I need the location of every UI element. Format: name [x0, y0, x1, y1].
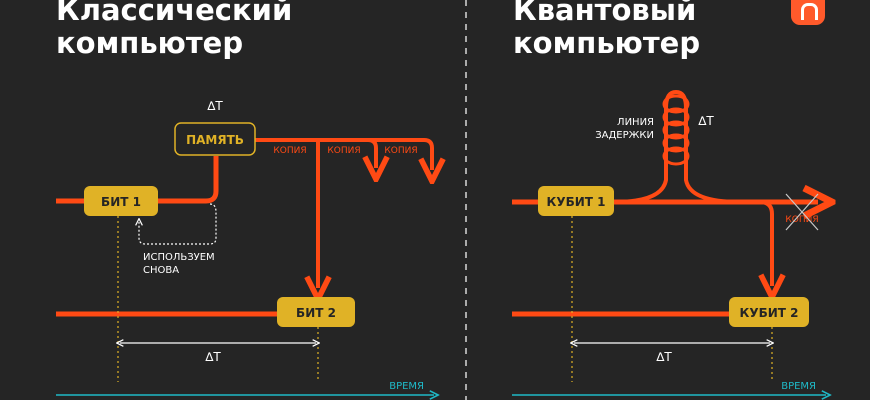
bit1-box	[84, 186, 158, 216]
time-label-right: ВРЕМЯ	[781, 381, 816, 392]
interval-label-left: ∆T	[204, 350, 221, 364]
bit2-box	[277, 297, 355, 327]
delay-line-coil	[613, 89, 741, 204]
quantum-computer-title: Квантовый компьютер	[513, 0, 701, 60]
copy-bus	[254, 138, 434, 168]
quantum-diagram: ЛИНИЯ ЗАДЕРЖКИ ∆T КОПИЯ КУБИТ 1 КУБИТ 2 …	[512, 89, 826, 395]
qubit2-label: КУБИТ 2	[740, 306, 799, 320]
coil-loop-4	[662, 133, 690, 153]
memory-box	[174, 122, 256, 156]
interval-label-right: ∆T	[655, 350, 672, 364]
delay-label-2: ЗАДЕРЖКИ	[595, 130, 654, 141]
qubit1-box	[538, 186, 614, 216]
time-label-left: ВРЕМЯ	[389, 381, 424, 392]
classical-computer-title: Классический компьютер	[56, 0, 293, 60]
copy-branch-2	[368, 138, 376, 168]
copy-label-1: КОПИЯ	[273, 146, 306, 156]
qubit2-branch	[760, 200, 772, 286]
habr-logo-icon[interactable]	[791, 0, 825, 25]
cross-icon	[785, 193, 819, 231]
reuse-label-2: СНОВА	[143, 265, 179, 276]
qubit2-box	[729, 297, 809, 327]
coil-loop-3	[662, 120, 690, 140]
memory-link	[190, 156, 219, 204]
bit1-label: БИТ 1	[101, 195, 141, 209]
crossed-copy-label: КОПИЯ	[785, 215, 818, 225]
bit2-label: БИТ 2	[296, 306, 336, 320]
delay-label-1: ЛИНИЯ	[617, 117, 654, 128]
memory-label: ПАМЯТЬ	[186, 133, 244, 147]
logo-glyph	[801, 3, 818, 20]
reuse-label-1: ИСПОЛЬЗУЕМ	[143, 252, 215, 263]
copy-label-2: КОПИЯ	[327, 146, 360, 156]
coil-loop-5	[662, 146, 690, 166]
memory-delta-label: ∆T	[206, 99, 223, 113]
reuse-loop	[139, 203, 217, 245]
coil-loop-1	[662, 94, 690, 114]
delay-delta-label: ∆T	[697, 114, 714, 128]
copy-label-3: КОПИЯ	[384, 146, 417, 156]
qubit1-label: КУБИТ 1	[547, 195, 606, 209]
coil-loop-2	[662, 107, 690, 127]
classical-diagram: ПАМЯТЬ ∆T КОПИЯ КОПИЯ КОПИЯ БИТ 1 ИСПОЛЬ…	[56, 99, 434, 395]
